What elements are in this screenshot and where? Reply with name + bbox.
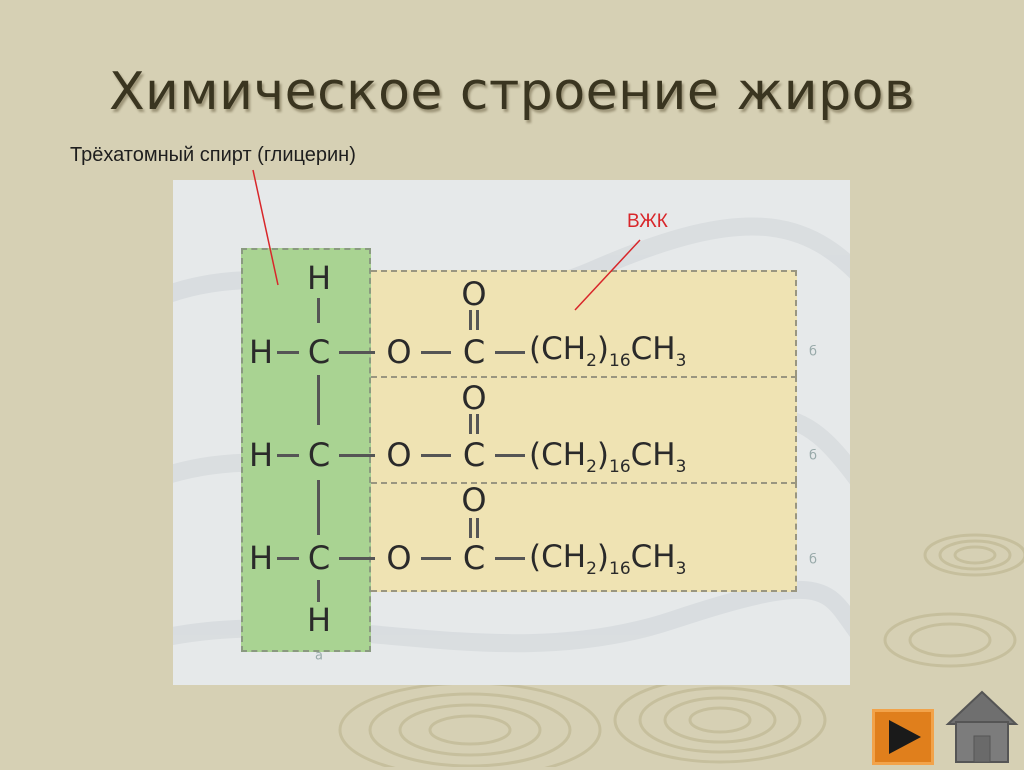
double-bond-2a	[469, 414, 472, 434]
bond-bottom-h	[317, 580, 320, 602]
bond-o-c-2	[421, 454, 451, 457]
bond-h-c-3	[277, 557, 299, 560]
atom-h-2: H	[248, 436, 274, 474]
atom-carbonyl-c-3: C	[462, 539, 486, 577]
atom-carbonyl-c-1: C	[462, 333, 486, 371]
double-bond-2b	[476, 414, 479, 434]
row-mark-1: б	[808, 344, 818, 360]
bond-c-chain-3	[495, 557, 525, 560]
double-bond-1a	[469, 310, 472, 330]
atom-bottom-h: H	[306, 601, 332, 639]
chain-formula-3: (CH2)16CH3	[529, 538, 687, 580]
atom-o-2: O	[386, 436, 412, 474]
home-icon	[945, 690, 1019, 763]
fatty-acid-row-3	[371, 482, 797, 592]
bond-h-c-2	[277, 454, 299, 457]
fatty-acid-row-2	[371, 376, 797, 482]
double-bond-3b	[476, 518, 479, 538]
bond-o-c-3	[421, 557, 451, 560]
atom-h-3: H	[248, 539, 274, 577]
play-arrow-icon	[889, 720, 921, 754]
glycerol-block	[241, 248, 371, 652]
atom-c-2: C	[307, 436, 331, 474]
glycerol-mark: а	[315, 648, 323, 664]
atom-o-3: O	[386, 539, 412, 577]
bond-top-h	[317, 298, 320, 323]
bond-c2-c3	[317, 480, 320, 535]
bond-c-o-2	[339, 454, 375, 457]
bond-c-o-1	[339, 351, 375, 354]
atom-c-1: C	[307, 333, 331, 371]
glycerol-label: Трёхатомный спирт (глицерин)	[70, 144, 356, 166]
atom-carbonyl-o-1: O	[461, 275, 487, 313]
bond-c-chain-1	[495, 351, 525, 354]
next-slide-button[interactable]	[872, 709, 934, 765]
row-mark-3: б	[808, 552, 818, 568]
bond-c-chain-2	[495, 454, 525, 457]
fatty-acid-label: ВЖК	[627, 211, 668, 232]
atom-h-1: H	[248, 333, 274, 371]
atom-c-3: C	[307, 539, 331, 577]
row-mark-2: б	[808, 448, 818, 464]
double-bond-3a	[469, 518, 472, 538]
atom-carbonyl-c-2: C	[462, 436, 486, 474]
slide-title: Химическое строение жиров	[108, 62, 916, 122]
atom-carbonyl-o-3: O	[461, 481, 487, 519]
bond-c1-c2	[317, 375, 320, 425]
atom-top-h: H	[306, 259, 332, 297]
chain-formula-2: (CH2)16CH3	[529, 436, 687, 478]
home-button[interactable]	[942, 686, 1022, 766]
double-bond-1b	[476, 310, 479, 330]
fat-structure-diagram: H H H C O C O (CH2)16CH3 б H C O C O (CH…	[173, 180, 850, 685]
atom-o-1: O	[386, 333, 412, 371]
bond-c-o-3	[339, 557, 375, 560]
chain-formula-1: (CH2)16CH3	[529, 330, 687, 372]
atom-carbonyl-o-2: O	[461, 379, 487, 417]
bond-h-c-1	[277, 351, 299, 354]
bond-o-c-1	[421, 351, 451, 354]
